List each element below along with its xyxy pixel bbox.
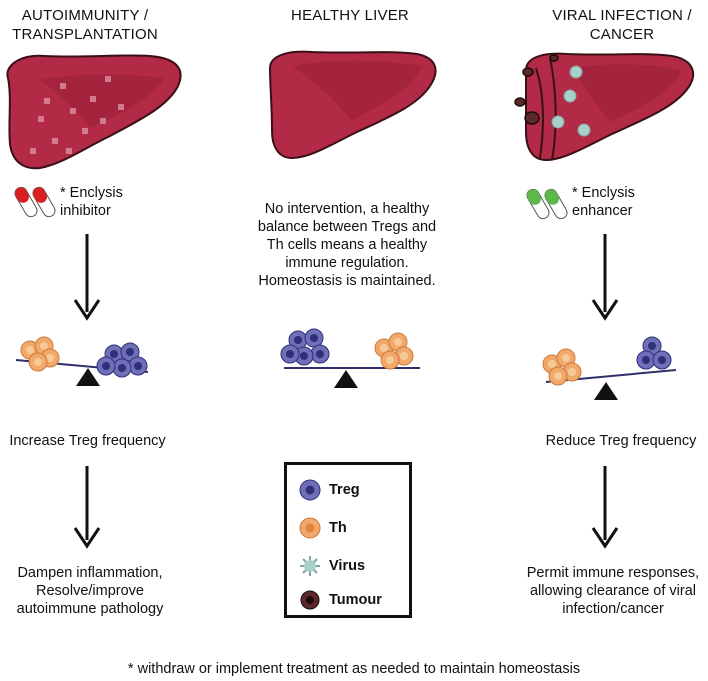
legend: Treg Th Virus Tumour bbox=[284, 462, 412, 618]
scale-middle bbox=[280, 328, 420, 388]
footnote: * withdraw or implement treatment as nee… bbox=[127, 661, 581, 677]
treg-cluster bbox=[96, 342, 148, 378]
arrow-down-right-upper bbox=[591, 234, 619, 321]
legend-label: Virus bbox=[329, 558, 366, 574]
pill-label-inhibitor: * Enclysis inhibitor bbox=[60, 185, 123, 219]
liver-viral-cancer-illustration bbox=[514, 52, 695, 162]
th-cell-icon bbox=[299, 517, 321, 539]
th-cluster bbox=[374, 332, 414, 370]
treg-cluster bbox=[636, 336, 672, 370]
effect-left: Increase Treg frequency bbox=[9, 433, 166, 449]
pill-inhibitor-icon bbox=[14, 186, 56, 218]
virus-icon bbox=[300, 556, 320, 576]
arrow-down-right-lower bbox=[591, 466, 619, 549]
legend-label: Th bbox=[329, 520, 347, 536]
th-cluster bbox=[20, 336, 60, 372]
legend-row-tumour: Tumour bbox=[299, 589, 382, 611]
treg-cluster bbox=[280, 328, 330, 366]
liver-healthy-illustration bbox=[268, 50, 437, 160]
title-autoimmunity: AUTOIMMUNITY / TRANSPLANTATION bbox=[12, 7, 158, 43]
treg-cell-icon bbox=[299, 479, 321, 501]
virus-particles bbox=[551, 65, 591, 137]
liver-autoimmune-illustration bbox=[6, 54, 182, 170]
legend-label: Treg bbox=[329, 482, 360, 498]
arrow-down-left-upper bbox=[73, 234, 101, 321]
th-cluster bbox=[542, 348, 582, 386]
scale-left bbox=[15, 336, 149, 386]
healthy-description: No intervention, a healthy balance betwe… bbox=[257, 201, 437, 289]
legend-row-treg: Treg bbox=[299, 479, 360, 501]
pill-enhancer-icon bbox=[526, 188, 568, 220]
outcome-right: Permit immune responses, allowing cleara… bbox=[526, 565, 700, 617]
legend-row-th: Th bbox=[299, 517, 347, 539]
arrow-down-left-lower bbox=[73, 466, 101, 549]
title-healthy-liver: HEALTHY LIVER bbox=[291, 7, 409, 24]
outcome-left: Dampen inflammation, Resolve/improve aut… bbox=[16, 565, 164, 617]
pill-label-enhancer: * Enclysis enhancer bbox=[572, 185, 635, 219]
tumour-icon bbox=[300, 590, 320, 610]
legend-row-virus: Virus bbox=[299, 555, 365, 577]
legend-label: Tumour bbox=[329, 592, 382, 608]
scale-right bbox=[542, 336, 677, 400]
effect-right: Reduce Treg frequency bbox=[545, 433, 697, 449]
tumour-nodules bbox=[514, 54, 559, 125]
title-viral-infection: VIRAL INFECTION / CANCER bbox=[552, 7, 692, 43]
